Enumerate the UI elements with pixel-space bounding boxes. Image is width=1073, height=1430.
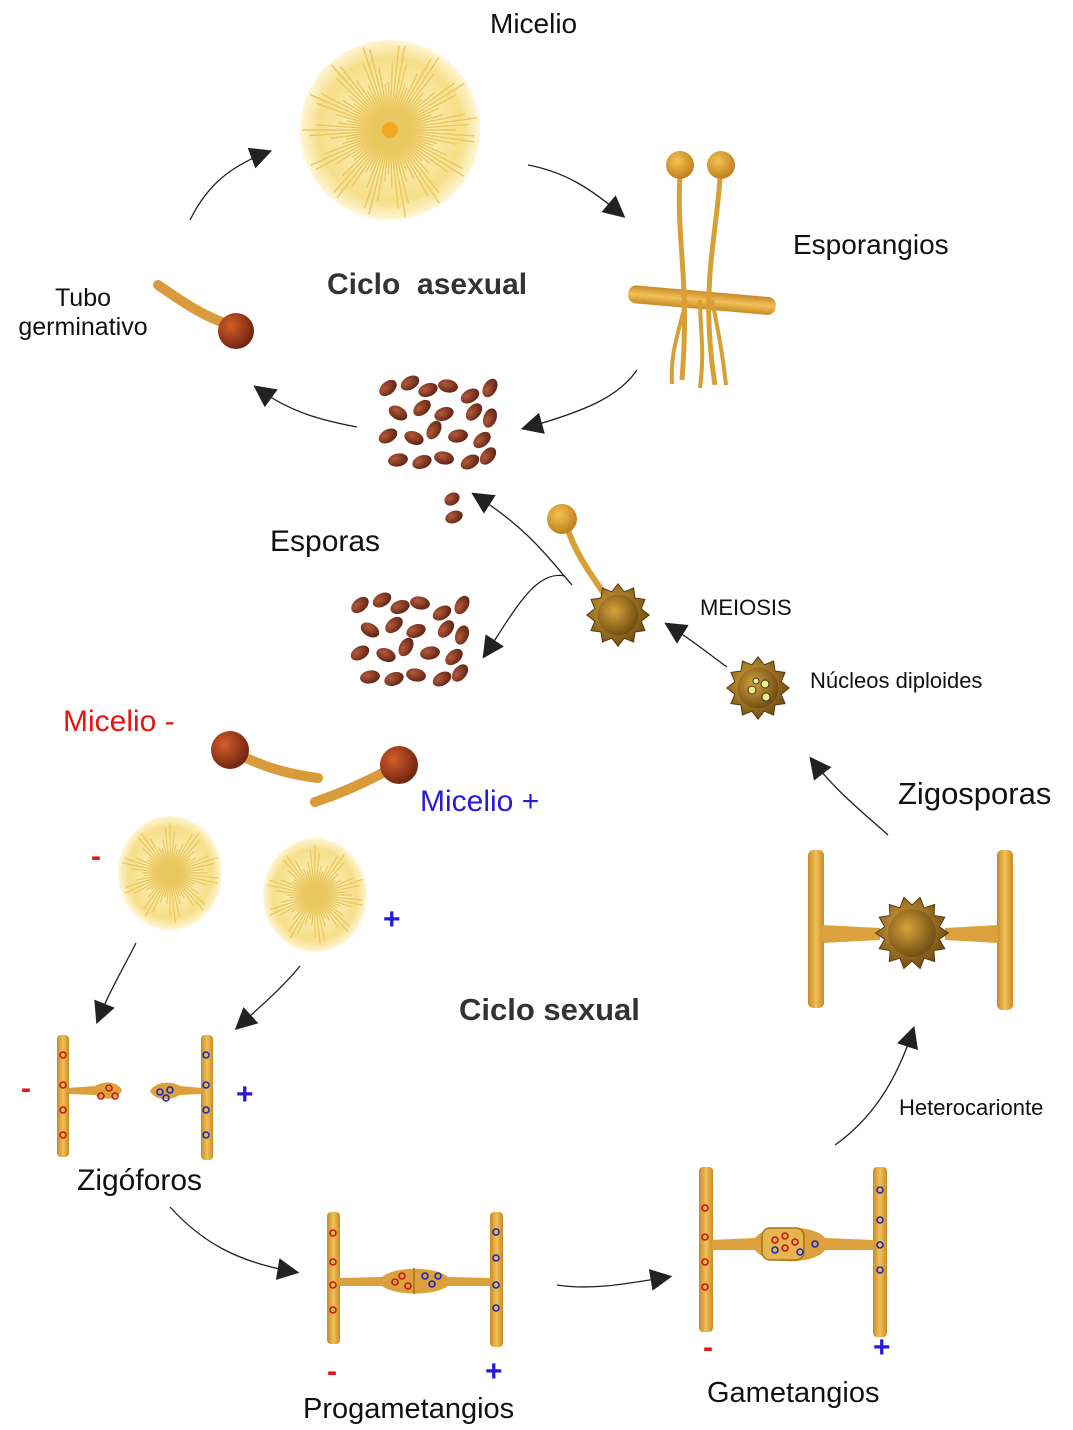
sporangia-illustration: [627, 151, 776, 388]
label-micelio: Micelio: [490, 10, 577, 38]
spore: [409, 595, 431, 611]
sign-minus-mycelium: -: [91, 842, 101, 872]
spore: [463, 400, 486, 424]
label-micelio-minus: Micelio -: [63, 707, 175, 737]
spore: [430, 668, 454, 689]
spore: [437, 378, 459, 394]
label-ciclo-sexual: Ciclo sexual: [459, 994, 640, 1025]
spore: [480, 406, 499, 429]
arrow-germtube-to-mycelium: [190, 152, 268, 220]
arrow-minus-mycelium-to-zygophores: [98, 943, 136, 1020]
arrow-gametangia-to-zygospore: [835, 1030, 913, 1145]
spore: [398, 372, 422, 393]
label-heterocarionte: Heterocarionte: [899, 1097, 1043, 1119]
gametangia-illustration: [699, 1167, 887, 1337]
zygospore-diploid-nuclei-illustration: [727, 657, 789, 719]
spore: [452, 623, 471, 646]
spore: [458, 451, 482, 472]
spore: [386, 402, 410, 423]
arrow-plus-mycelium-to-zygophores: [238, 966, 300, 1027]
arrow-mycelium-to-sporangia: [528, 165, 622, 215]
zygophores-illustration: [57, 1035, 213, 1160]
arrow-zygophores-to-progametangia: [170, 1207, 295, 1272]
arrow-sporangia-to-spores: [525, 370, 637, 428]
arrow-meiosis-to-spores-mid: [485, 575, 565, 655]
spore: [432, 404, 455, 423]
progametangia-illustration: [327, 1212, 503, 1347]
spore: [433, 450, 455, 466]
label-zigoforos: Zigóforos: [77, 1166, 202, 1196]
mating-germ-tubes-illustration: [211, 731, 418, 802]
spores-small-pair: [442, 490, 464, 526]
sign-plus-gametangia: +: [873, 1333, 891, 1363]
spore: [359, 669, 381, 685]
spore: [405, 667, 427, 683]
spore: [402, 428, 425, 447]
spore: [387, 452, 409, 468]
spore: [410, 397, 434, 420]
spore: [416, 380, 439, 399]
sign-plus-mycelium: +: [383, 905, 401, 935]
label-esporangios: Esporangios: [793, 231, 949, 259]
zygospore-illustration: [808, 850, 1013, 1010]
spores-cluster-top: [376, 372, 501, 472]
spore: [348, 594, 372, 617]
label-progametangios: Progametangios: [303, 1395, 514, 1424]
spore: [348, 642, 372, 663]
spore: [423, 418, 444, 442]
label-gametangios: Gametangios: [707, 1379, 880, 1408]
spore: [451, 593, 472, 617]
sign-minus-zygophore: -: [21, 1074, 31, 1104]
mycelium-illustration-top: [300, 40, 480, 220]
spore: [376, 377, 400, 400]
label-tubo-line1: Tubo: [11, 286, 155, 311]
label-nucleos-diploides: Núcleos diploides: [810, 670, 982, 692]
arrow-progametangia-to-gametangia: [557, 1277, 668, 1287]
germ-tube-illustration: [158, 285, 254, 349]
label-meiosis: MEIOSIS: [700, 597, 792, 619]
sign-plus-progametangia: +: [485, 1357, 503, 1387]
spore: [388, 597, 411, 616]
sign-plus-zygophore: +: [236, 1080, 254, 1110]
spore: [395, 635, 416, 659]
spore: [382, 669, 405, 688]
spore: [358, 619, 382, 640]
label-ciclo-asexual: Ciclo asexual: [327, 270, 527, 300]
spore: [382, 614, 406, 637]
spore: [447, 428, 469, 444]
spore: [374, 645, 397, 664]
spore: [370, 589, 394, 610]
spore: [419, 645, 441, 661]
spore: [404, 621, 427, 640]
spore: [435, 617, 458, 641]
mycelium-minus-illustration: [118, 816, 222, 930]
sign-minus-gametangia: -: [703, 1333, 713, 1363]
spores-cluster-middle: [348, 589, 473, 689]
spore: [410, 452, 433, 471]
label-micelio-plus: Micelio +: [420, 787, 539, 817]
spore: [479, 376, 500, 400]
arrow-zygospore-to-diploid: [812, 760, 888, 835]
arrow-diploid-to-meiosis: [668, 625, 727, 667]
arrow-spores-to-germtube: [257, 388, 357, 427]
label-zigosporas: Zigosporas: [898, 778, 1051, 809]
label-tubo-line2: germinativo: [11, 315, 155, 340]
label-tubo-germinativo: Tubo germinativo: [11, 286, 155, 340]
sign-minus-progametangia: -: [327, 1357, 337, 1387]
mycelium-plus-illustration: [263, 838, 367, 952]
label-esporas: Esporas: [270, 527, 380, 557]
spore: [376, 425, 400, 446]
